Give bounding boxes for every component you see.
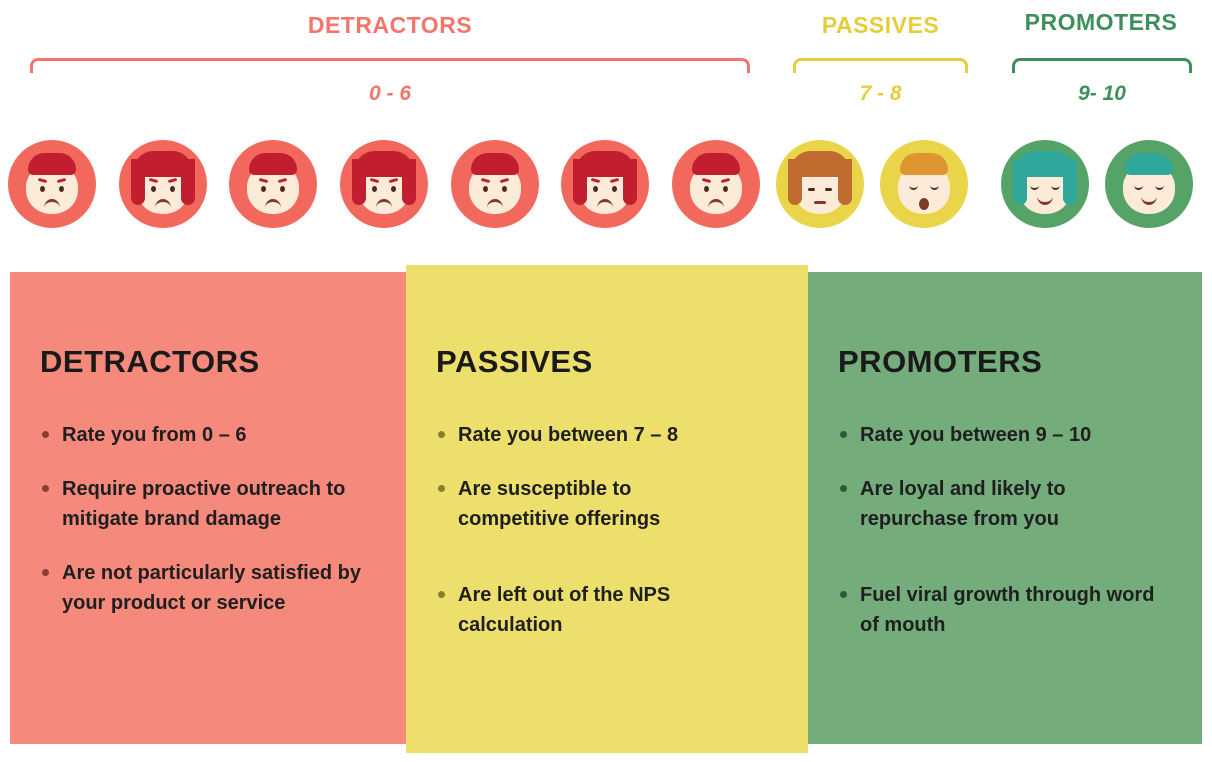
surprised-male-face-icon: [880, 140, 968, 228]
detractors-group-label: DETRACTORS: [307, 12, 473, 38]
promoters-bullet-list: Rate you between 9 – 10 Are loyal and li…: [838, 420, 1178, 640]
sad-male-face-icon: [450, 140, 539, 228]
info-panels: DETRACTORS Rate you from 0 – 6 Require p…: [10, 265, 1202, 753]
promoters-panel-title: PROMOTERS: [838, 344, 1043, 379]
promoters-faces-row: [1001, 140, 1193, 228]
bullet-item: Are susceptible to competitive offerings: [436, 474, 743, 534]
passives-score-range: 7 - 8: [859, 82, 902, 105]
detractors-panel: DETRACTORS Rate you from 0 – 6 Require p…: [10, 272, 406, 744]
promoters-score-range: 9- 10: [1078, 82, 1126, 105]
detractors-bullet-list: Rate you from 0 – 6 Require proactive ou…: [40, 420, 382, 618]
promoters-range-bracket: [1012, 58, 1192, 73]
promoters-panel: PROMOTERS Rate you between 9 – 10 Are lo…: [808, 272, 1202, 744]
bullet-item: Require proactive outreach to mitigate b…: [40, 474, 362, 534]
bullet-item: Are left out of the NPS calculation: [436, 580, 743, 640]
sad-male-face-icon: [8, 140, 96, 228]
detractors-range-bracket: [30, 58, 750, 73]
bullet-item: Fuel viral growth through word of mouth: [838, 580, 1170, 640]
detractors-score-range: 0 - 6: [368, 82, 412, 105]
happy-male-face-icon: [1105, 140, 1193, 228]
bullet-item: Are not particularly satisfied by your p…: [40, 558, 362, 618]
bullet-item: Are loyal and likely to repurchase from …: [838, 474, 1170, 534]
sad-male-face-icon: [671, 140, 760, 228]
sad-female-face-icon: [118, 140, 207, 228]
passives-panel: PASSIVES Rate you between 7 – 8 Are susc…: [406, 265, 808, 753]
detractors-faces-row: [8, 140, 760, 228]
promoters-group-label: PROMOTERS: [1024, 9, 1178, 35]
bullet-item: Rate you between 7 – 8: [436, 420, 743, 450]
passives-range-bracket: [793, 58, 968, 73]
bullet-item: Rate you from 0 – 6: [40, 420, 362, 450]
passives-bullet-list: Rate you between 7 – 8 Are susceptible t…: [436, 420, 784, 640]
neutral-female-face-icon: [776, 140, 864, 228]
sad-male-face-icon: [229, 140, 318, 228]
sad-female-face-icon: [339, 140, 428, 228]
detractors-panel-title: DETRACTORS: [40, 344, 260, 379]
passives-group-label: PASSIVES: [821, 12, 940, 38]
happy-female-face-icon: [1001, 140, 1089, 228]
passives-faces-row: [776, 140, 968, 228]
passives-panel-title: PASSIVES: [436, 344, 593, 379]
sad-female-face-icon: [561, 140, 650, 228]
bullet-item: Rate you between 9 – 10: [838, 420, 1170, 450]
